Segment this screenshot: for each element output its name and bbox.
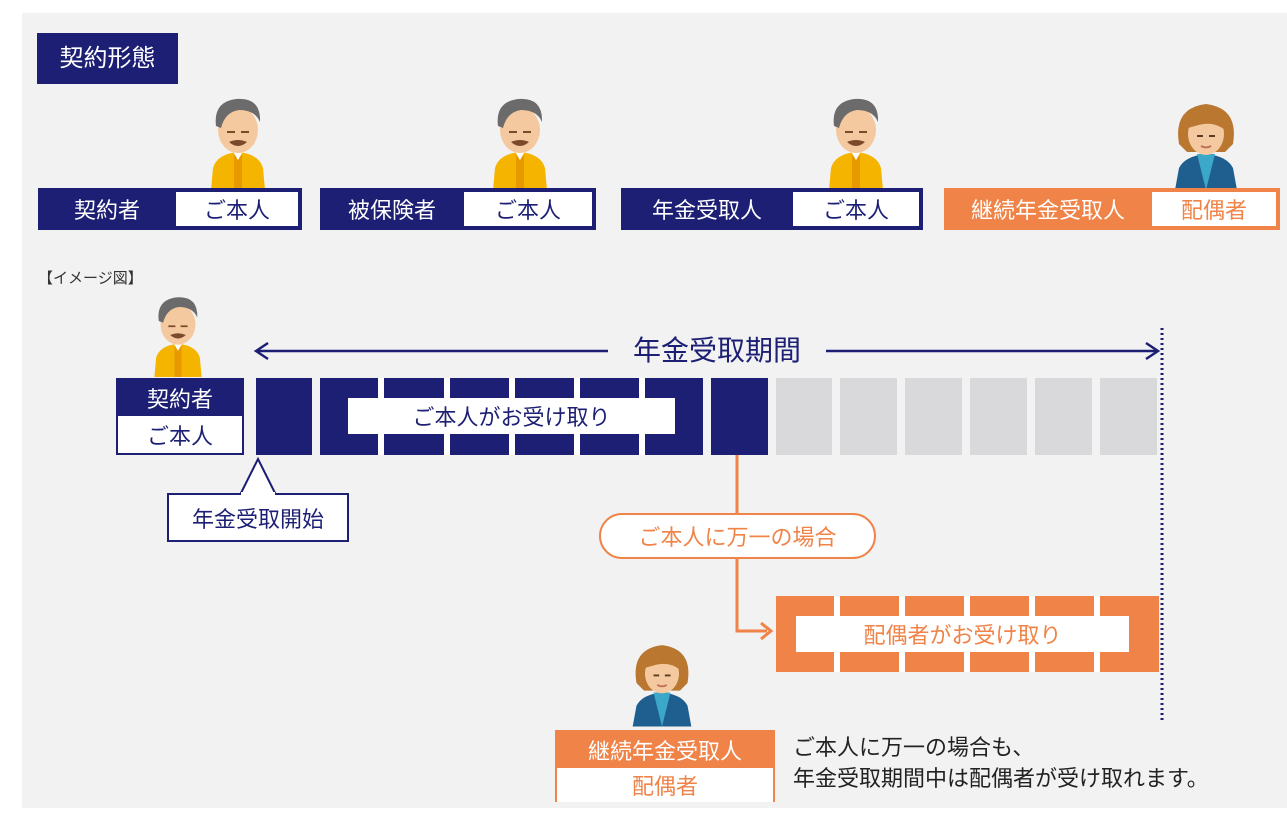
timeline-segment-remaining: [776, 378, 832, 455]
role-key: 被保険者: [347, 199, 436, 224]
left-person-key: 契約者: [118, 380, 242, 416]
contract-type-title: 契約形態: [37, 33, 178, 84]
role-label-successor-recipient: 継続年金受取人 配偶者: [944, 188, 1280, 230]
callout-joint: [241, 492, 275, 496]
start-callout-pointer: [239, 456, 277, 496]
bottom-person-label: 継続年金受取人 配偶者: [555, 730, 775, 802]
elderly-man-icon: [211, 98, 265, 190]
role-value: ご本人: [793, 192, 919, 226]
image-note: 【イメージ図】: [38, 269, 143, 287]
left-person-label: 契約者 ご本人: [116, 378, 244, 455]
role-label-annuity-recipient: 年金受取人 ご本人: [621, 188, 923, 230]
timeline-segment-remaining: [970, 378, 1027, 455]
explanation-note: ご本人に万一の場合も、 年金受取期間中は配偶者が受け取れます。: [793, 733, 1209, 795]
timeline-segment-self: [256, 378, 312, 455]
start-label: 年金受取開始: [167, 493, 349, 542]
period-end-line: [1160, 328, 1164, 720]
elderly-man-icon: [493, 98, 547, 190]
contingency-label: ご本人に万一の場合: [599, 513, 876, 559]
timeline-segment-remaining: [1035, 378, 1092, 455]
role-value: ご本人: [464, 192, 592, 226]
role-key: 継続年金受取人: [970, 199, 1125, 224]
spouse-receipt-label: 配偶者がお受け取り: [796, 616, 1129, 652]
role-key: 契約者: [73, 199, 140, 224]
note-line-1: ご本人に万一の場合も、: [793, 736, 1035, 761]
left-person-value: ご本人: [118, 416, 242, 453]
period-label: 年金受取期間: [608, 333, 826, 369]
woman-icon: [632, 645, 692, 727]
role-value: 配偶者: [1152, 192, 1276, 226]
woman-icon: [1175, 104, 1237, 190]
role-key: 年金受取人: [651, 199, 762, 224]
bottom-person-key: 継続年金受取人: [557, 732, 773, 768]
role-label-insured: 被保険者 ご本人: [320, 188, 596, 230]
role-label-contractor: 契約者 ご本人: [38, 188, 302, 230]
note-line-2: 年金受取期間中は配偶者が受け取れます。: [793, 767, 1209, 792]
timeline-segment-remaining: [905, 378, 962, 455]
timeline-segment-remaining: [1100, 378, 1157, 455]
timeline-segment-self: [711, 378, 768, 455]
bottom-person-value: 配偶者: [557, 768, 773, 802]
role-value: ご本人: [176, 192, 298, 226]
timeline-segment-remaining: [840, 378, 897, 455]
elderly-man-icon: [154, 297, 202, 377]
self-receipt-label: ご本人がお受け取り: [348, 398, 675, 434]
elderly-man-icon: [829, 98, 883, 190]
